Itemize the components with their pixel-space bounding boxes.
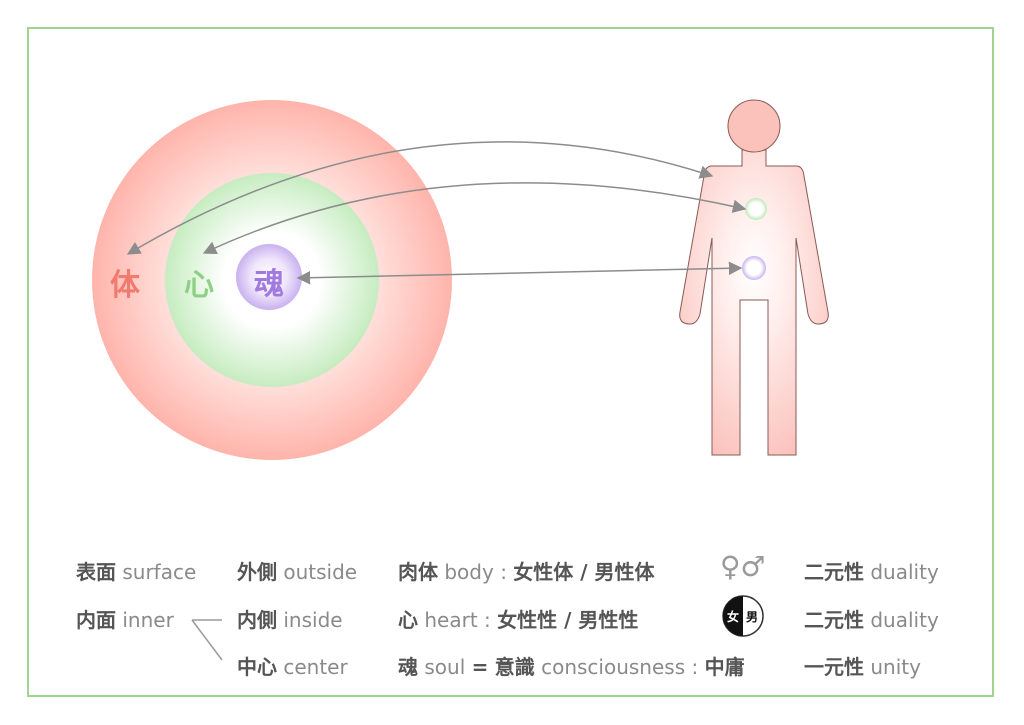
legend-surface: 表面 surface — [76, 556, 196, 585]
soul-jp: 魂 — [398, 655, 418, 679]
legend-soul: 魂 soul = 意識 consciousness : 中庸 — [398, 651, 745, 680]
legend-body: 肉体 body : 女性体 / 男性体 — [398, 556, 655, 585]
outside-en: outside — [283, 560, 358, 584]
arrow-heart — [202, 182, 747, 254]
duality-1-en: duality — [870, 560, 939, 584]
heart-kanji-label: 心 — [184, 268, 214, 303]
legend-duality-2: 二元性 duality — [804, 604, 939, 633]
inner-jp: 内面 — [76, 608, 116, 632]
inner-bracket — [191, 619, 223, 661]
arrow-soul — [296, 261, 743, 285]
gender-symbols-icon: ♀♂ — [720, 550, 766, 583]
soul-circle — [236, 244, 302, 310]
outside-jp: 外側 — [237, 560, 277, 584]
yinyang-right-label: 男 — [746, 610, 759, 624]
unity-en: unity — [870, 655, 921, 679]
legend-center: 中心 center — [237, 651, 348, 680]
duality-2-en: duality — [870, 608, 939, 632]
surface-en: surface — [122, 560, 197, 584]
legend-heart: 心 heart : 女性性 / 男性性 — [398, 604, 638, 633]
yinyang-icon — [722, 595, 764, 637]
figure-soul-dot — [742, 256, 766, 280]
figure-heart-dot — [745, 198, 767, 220]
heart-sep: : — [484, 608, 491, 632]
soul-kanji-label: 魂 — [254, 267, 284, 302]
diagram-frame — [27, 27, 994, 697]
legend-unity: 一元性 unity — [804, 651, 921, 680]
body-kanji-label: 体 — [110, 268, 140, 303]
heart-en: heart — [424, 608, 478, 632]
heart-jp: 心 — [398, 608, 418, 632]
legend-inner: 内面 inner — [76, 604, 174, 633]
legend-inside: 内側 inside — [237, 604, 343, 633]
soul-eq: = — [471, 655, 489, 679]
soul-en: soul — [424, 655, 466, 679]
legend-outside: 外側 outside — [237, 556, 357, 585]
inside-en: inside — [283, 608, 343, 632]
body-value: 女性体 / 男性体 — [513, 560, 655, 584]
duality-1-jp: 二元性 — [804, 560, 864, 584]
body-sep: : — [500, 560, 507, 584]
soul-value: 中庸 — [704, 655, 745, 679]
legend-duality-1: 二元性 duality — [804, 556, 939, 585]
soul-jp2: 意識 — [494, 655, 535, 679]
center-jp: 中心 — [237, 655, 277, 679]
body-jp: 肉体 — [398, 560, 438, 584]
unity-jp: 一元性 — [804, 655, 864, 679]
inner-en: inner — [122, 608, 174, 632]
heart-value: 女性性 / 男性性 — [497, 608, 639, 632]
yinyang-left-label: 女 — [727, 610, 740, 624]
soul-en2: consciousness — [541, 655, 686, 679]
soul-sep: : — [691, 655, 699, 679]
body-en: body — [444, 560, 494, 584]
duality-2-jp: 二元性 — [804, 608, 864, 632]
center-en: center — [283, 655, 348, 679]
surface-jp: 表面 — [76, 560, 116, 584]
inside-jp: 内側 — [237, 608, 277, 632]
